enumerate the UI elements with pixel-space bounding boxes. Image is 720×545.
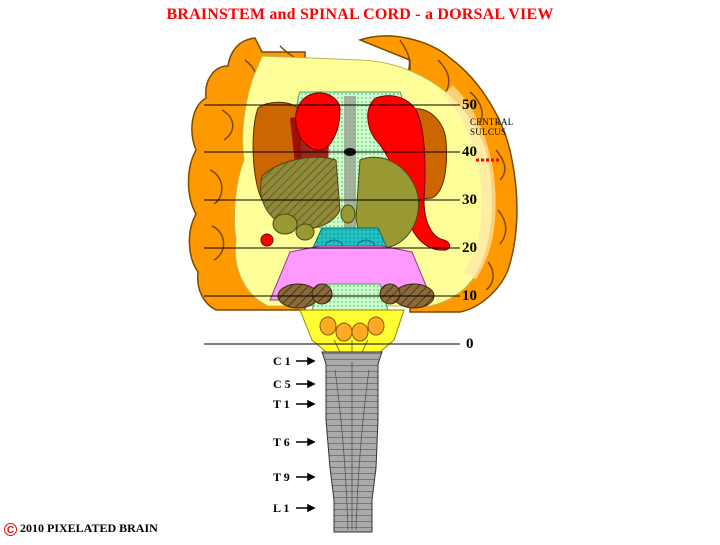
copyright-icon: C — [4, 522, 17, 536]
level-label-30: 30 — [462, 192, 477, 208]
level-label-10: 10 — [462, 288, 477, 304]
thalamus-left — [260, 156, 341, 230]
red-nucleus-marker — [260, 233, 274, 247]
level-label-0: 0 — [466, 336, 474, 352]
segment-label-c5: C 5 — [273, 377, 291, 391]
pulvinar — [272, 213, 298, 235]
sulcus-label-line-2: SULCUS — [470, 127, 507, 137]
level-label-20: 20 — [462, 240, 477, 256]
segment-label-t9: T 9 — [273, 470, 290, 484]
segment-label-t1: T 1 — [273, 397, 290, 411]
level-label-50: 50 — [462, 97, 477, 113]
central-sulcus-label: CENTRAL SULCUS — [470, 117, 514, 137]
copyright-text: 2010 PIXELATED BRAIN — [20, 521, 158, 535]
medulla-nuclei — [319, 316, 385, 342]
segment-label-l1: L 1 — [273, 501, 290, 515]
caudate-tail-right — [367, 95, 451, 251]
segment-label-t6: T 6 — [273, 435, 290, 449]
diagram-title: BRAINSTEM and SPINAL CORD - a DORSAL VIE… — [166, 6, 554, 23]
segment-label-c1: C 1 — [273, 354, 291, 368]
level-label-40: 40 — [462, 144, 477, 160]
level-lines — [204, 104, 460, 345]
septum — [344, 96, 356, 228]
caudate-head-left — [295, 92, 341, 151]
segment-arrows — [296, 356, 316, 513]
sulcus-label-line-1: CENTRAL — [470, 117, 514, 127]
